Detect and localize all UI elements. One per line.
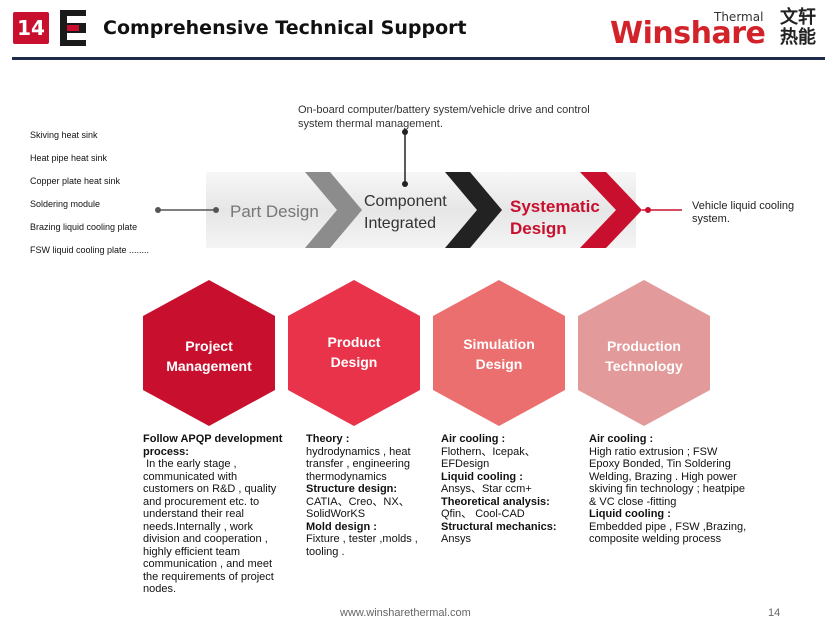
hexagon-production-technology xyxy=(578,280,710,426)
list-item: Heat pipe heat sink xyxy=(30,153,108,163)
brand-thermal: Thermal xyxy=(714,10,764,24)
column-heading: Follow APQP development process: xyxy=(143,433,283,458)
list-item: Copper plate heat sink xyxy=(30,176,121,186)
column-simulation-design: Air cooling : Flothern、Icepak、EFDesign L… xyxy=(441,433,581,546)
e-logo-icon xyxy=(60,10,86,46)
flow-label-part-design: Part Design xyxy=(230,202,319,221)
list-item: Skiving heat sink xyxy=(30,130,98,140)
flow-label-systematic-design: Systematic Design xyxy=(510,196,600,240)
slide-header: 14 Comprehensive Technical Support Winsh… xyxy=(0,0,837,62)
list-item: FSW liquid cooling plate ........ xyxy=(30,245,150,255)
footer-url: www.winsharethermal.com xyxy=(340,607,471,619)
brand-cn-line-2: 热能 xyxy=(780,27,816,48)
flow-label-line: Component xyxy=(364,193,447,210)
winshare-logo: Winshare Thermal 文轩 热能 xyxy=(610,6,830,52)
hex-label-simulation-design: Simulation Design xyxy=(434,334,564,374)
design-flow-band xyxy=(155,172,682,248)
hex-label-line: Technology xyxy=(605,358,683,374)
column-text: Fixture , tester ,molds , tooling . xyxy=(306,533,418,558)
column-production-technology: Air cooling : High ratio extrusion ; FSW… xyxy=(589,433,749,546)
column-heading: Air cooling : xyxy=(589,433,654,445)
hex-label-line: Project xyxy=(185,338,233,354)
column-text: Flothern、Icepak、EFDesign xyxy=(441,445,536,471)
column-heading: Theory : xyxy=(306,433,350,445)
right-connector-dot xyxy=(645,207,651,213)
list-item: Brazing liquid cooling plate xyxy=(30,222,138,232)
column-text: High ratio extrusion ; FSW Epoxy Bonded,… xyxy=(589,445,745,508)
hex-label-line: Product xyxy=(327,334,381,350)
top-note: On-board computer/battery system/vehicle… xyxy=(298,104,590,130)
product-list: Skiving heat sink Heat pipe heat sink Co… xyxy=(30,130,150,268)
column-product-design: Theory : hydrodynamics , heat transfer ,… xyxy=(306,433,431,558)
column-heading: Air cooling : xyxy=(441,433,506,445)
chevron-black-icon xyxy=(445,172,502,248)
column-text: Ansys、Star ccm+ xyxy=(441,483,532,495)
column-body: In the early stage , communicated with c… xyxy=(143,458,280,595)
column-project-management: Follow APQP development process: In the … xyxy=(143,433,283,596)
page-title: Comprehensive Technical Support xyxy=(103,17,467,39)
hex-label-line: Management xyxy=(166,358,252,374)
hex-label-production-technology: Production Technology xyxy=(579,336,709,376)
hex-label-line: Design xyxy=(475,356,523,372)
flow-label-component-integrated: Component Integrated xyxy=(364,191,447,235)
column-text: CATIA、Creo、NX、SolidWorKS xyxy=(306,495,410,521)
hex-label-line: Production xyxy=(607,338,681,354)
flow-label-line: Design xyxy=(510,219,567,238)
column-text: Embedded pipe , FSW ,Brazing, composite … xyxy=(589,520,747,546)
hex-label-line: Simulation xyxy=(463,336,535,352)
list-item: Soldering module xyxy=(30,199,101,209)
column-heading: Structural mechanics: xyxy=(441,520,557,533)
hexagon-row xyxy=(143,280,710,426)
brand-name: Winshare xyxy=(610,16,766,51)
footer-page-number: 14 xyxy=(768,607,781,619)
brand-chinese: 文轩 热能 xyxy=(780,8,828,48)
column-text: Qfin、 Cool-CAD xyxy=(441,508,525,520)
brand-cn-line-1: 文轩 xyxy=(780,7,816,28)
column-text: Ansys xyxy=(441,533,471,545)
hex-label-line: Design xyxy=(330,354,378,370)
left-connector-dot xyxy=(213,207,219,213)
column-text: hydrodynamics , heat transfer , engineer… xyxy=(306,445,411,483)
hex-label-project-management: Project Management xyxy=(144,336,274,376)
right-note: Vehicle liquid cooling system. xyxy=(692,200,795,225)
column-heading: Mold design : xyxy=(306,520,377,533)
chevron-gray-icon xyxy=(305,172,362,248)
chevron-red-icon xyxy=(580,172,642,248)
column-heading: Theoretical analysis: xyxy=(441,495,550,508)
hexagon-simulation-design xyxy=(433,280,565,426)
hexagon-product-design xyxy=(288,280,420,426)
header-divider xyxy=(12,57,825,60)
hexagon-project-management xyxy=(143,280,275,426)
hex-label-product-design: Product Design xyxy=(289,332,419,372)
left-connector-dot xyxy=(155,207,161,213)
top-connector xyxy=(402,129,408,187)
column-heading: Structure design: xyxy=(306,483,398,495)
flow-label-line: Integrated xyxy=(364,215,437,232)
column-heading: Liquid cooling : xyxy=(589,508,671,520)
page-number-badge: 14 xyxy=(13,12,49,44)
column-heading: Liquid cooling : xyxy=(441,470,523,483)
flow-label-line: Systematic xyxy=(510,197,600,216)
